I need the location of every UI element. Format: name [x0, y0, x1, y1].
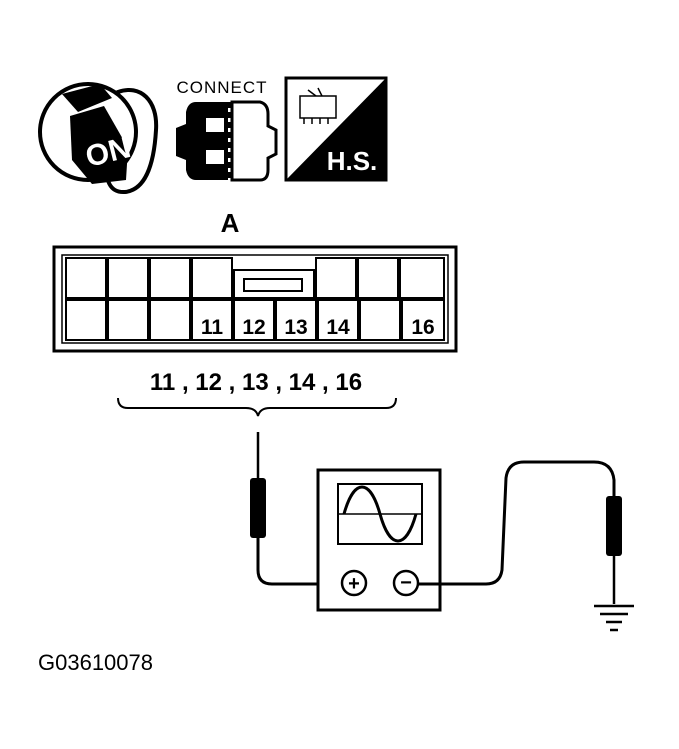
pins-brace [117, 397, 397, 417]
ground-icon [594, 604, 634, 632]
pin-16-label: 16 [411, 316, 434, 339]
figure-id: G03610078 [38, 650, 153, 675]
hs-label: H.S. [327, 146, 378, 176]
connect-label: CONNECT [176, 78, 267, 97]
positive-terminal [340, 569, 368, 597]
connector-body: 11 12 13 14 16 [52, 245, 458, 353]
positive-symbol: + [348, 573, 360, 595]
pins-caption: 11 , 12 , 13 , 14 , 16 [150, 369, 362, 396]
waveform-icon [342, 485, 418, 543]
pin-14-label: 14 [326, 316, 350, 339]
pin-11-label: 11 [201, 316, 224, 339]
multimeter: + − [316, 468, 442, 612]
ignition-key-icon: ON [38, 82, 159, 195]
negative-probe [418, 460, 622, 604]
hs-icon: H.S. [284, 76, 388, 182]
pin-13-label: 13 [284, 316, 307, 339]
positive-probe [250, 432, 338, 586]
pin-12-label: 12 [242, 316, 265, 339]
negative-symbol: − [400, 572, 412, 594]
connect-icon: CONNECT [176, 78, 278, 182]
connector-label: A [221, 208, 240, 238]
